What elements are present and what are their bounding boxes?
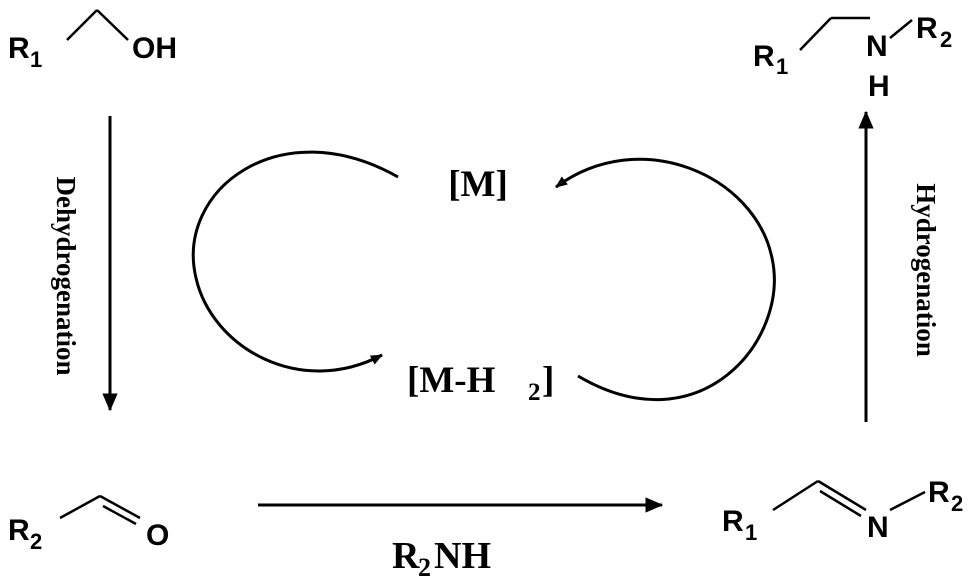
amine-molecule: R 1 N H R 2	[753, 12, 952, 103]
dehydrogenation-label: Dehydrogenation	[51, 176, 81, 375]
amine-r1-subscript: 1	[776, 54, 788, 79]
imine-r2: R	[928, 476, 950, 509]
bond	[799, 17, 832, 51]
reagent-label: R 2 NH	[392, 535, 491, 578]
bond	[772, 479, 819, 512]
bond	[889, 19, 913, 39]
alcohol-oh: OH	[132, 32, 177, 65]
alcohol-r: R	[8, 32, 30, 65]
imine-n: N	[867, 511, 889, 544]
amine-r1: R	[753, 40, 775, 73]
imine-r1: R	[722, 505, 744, 538]
reagent-subscript: 2	[418, 553, 431, 578]
catalyst-m: [M]	[448, 164, 508, 205]
amine-r2: R	[916, 12, 938, 45]
right-cycle-arrow	[555, 157, 776, 401]
reagent-r: R	[392, 535, 420, 577]
aldehyde-r: R	[8, 514, 30, 547]
imine-r2-subscript: 2	[951, 491, 963, 516]
alcohol-r-subscript: 1	[30, 47, 42, 72]
double-bond	[819, 489, 862, 518]
bond	[59, 494, 101, 520]
bond	[96, 9, 129, 41]
bond	[817, 479, 867, 512]
aldehyde-r-subscript: 2	[30, 529, 42, 554]
amine-r2-subscript: 2	[940, 27, 952, 52]
amine-h: H	[868, 70, 890, 103]
catalyst-mh2: [M-H 2 ]	[407, 360, 554, 406]
double-bond	[102, 504, 137, 526]
bond	[66, 9, 98, 41]
left-cycle-arrow	[191, 150, 399, 373]
alcohol-molecule: R 1 OH	[8, 9, 177, 72]
amine-n: N	[866, 30, 888, 63]
catalyst-mh2-main: [M-H	[407, 360, 496, 401]
imine-molecule: R 1 N R 2	[722, 476, 963, 545]
aldehyde-o: O	[146, 519, 169, 552]
catalyst-mh2-tail: ]	[542, 360, 554, 401]
catalyst-mh2-subscript: 2	[528, 379, 541, 406]
reagent-nh: NH	[434, 535, 491, 577]
bond	[99, 494, 141, 520]
aldehyde-molecule: R 2 O	[8, 494, 169, 554]
hydrogenation-label: Hydrogenation	[911, 183, 941, 357]
imine-r1-subscript: 1	[745, 520, 757, 545]
bond	[889, 490, 926, 512]
